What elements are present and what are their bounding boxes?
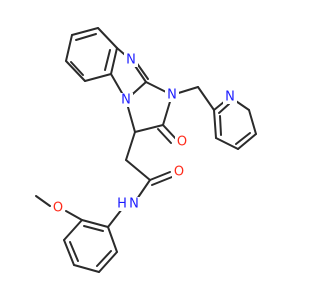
atom-label-oxygen: O: [53, 201, 63, 216]
bond: [65, 34, 73, 62]
atom-label-oxygen: O: [177, 135, 187, 150]
bond: [235, 132, 251, 145]
bond: [84, 73, 112, 82]
bond: [218, 103, 230, 114]
bond: [65, 60, 86, 82]
bond: [162, 124, 177, 140]
pyridine-ring: [213, 96, 257, 150]
bond: [81, 219, 109, 228]
bond: [83, 225, 104, 232]
bond: [237, 133, 257, 150]
bond: [213, 109, 217, 139]
bond: [136, 179, 151, 200]
structure-svg: N N N N O O H N O: [35, 27, 257, 273]
methoxy-group: [35, 195, 83, 221]
bond: [63, 219, 83, 241]
bond: [219, 115, 222, 136]
atom-labels: N N N N O O H N O: [51, 53, 237, 216]
molecule-diagram: N N N N O O H N O: [35, 27, 257, 273]
ring-carbonyl: [157, 124, 177, 144]
bond: [248, 109, 257, 135]
bond: [197, 86, 215, 111]
bond: [70, 61, 84, 76]
methoxyphenyl-ring: [63, 219, 118, 273]
atom-label-nitrogen: N: [126, 53, 136, 68]
bond: [98, 251, 118, 273]
bond: [96, 250, 112, 267]
bond: [75, 33, 97, 41]
bond: [65, 210, 83, 221]
bond: [110, 47, 118, 75]
bond: [73, 264, 100, 273]
bond: [151, 176, 173, 186]
bond: [107, 208, 123, 228]
bond: [104, 49, 111, 71]
bond: [149, 171, 171, 181]
atom-label-amide-nh-n: N: [129, 197, 139, 212]
atom-label-amide-nh-h: H: [117, 197, 127, 212]
bond: [125, 159, 151, 181]
atom-label-nitrogen: N: [121, 93, 131, 108]
bond: [35, 195, 51, 207]
atom-label-nitrogen: N: [167, 88, 177, 103]
bond: [97, 27, 118, 49]
benzo-ring: [65, 27, 118, 82]
bond: [71, 27, 99, 36]
bond: [63, 239, 75, 266]
bond: [157, 128, 172, 144]
bond: [107, 226, 118, 253]
acetamide-chain: [107, 131, 173, 228]
bond: [134, 124, 164, 133]
bond: [215, 137, 239, 150]
atom-label-nitrogen: N: [225, 90, 235, 105]
atom-label-oxygen: O: [174, 165, 184, 180]
bond: [69, 241, 79, 262]
bond: [125, 131, 136, 161]
